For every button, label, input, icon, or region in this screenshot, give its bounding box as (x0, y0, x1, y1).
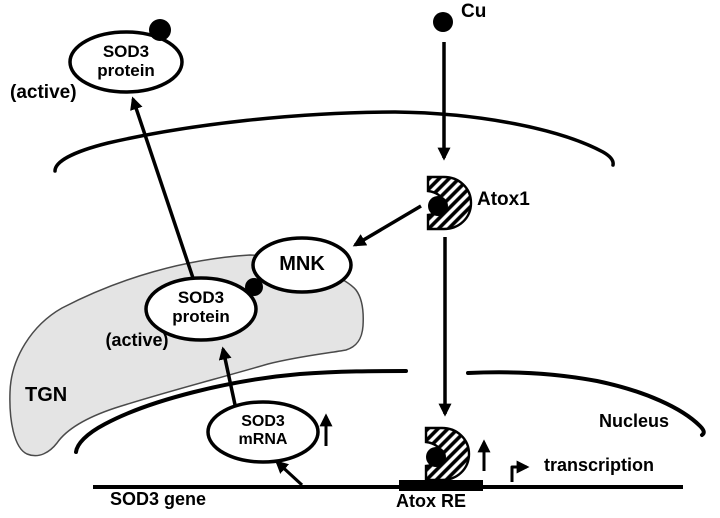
transcription-start-arrow (510, 460, 530, 482)
plasma-membrane (53, 110, 615, 173)
sod3-gene-label: SOD3 gene (110, 489, 207, 509)
tgn-organelle-shape (9, 254, 364, 457)
copper-dot-on-extracellular-sod3 (149, 19, 171, 41)
sod3-mrna-subtitle: mRNA (238, 430, 288, 448)
atox1-protein-nucleus (424, 426, 471, 482)
nucleus-label: Nucleus (599, 411, 670, 431)
nuclear-membrane-left (74, 369, 408, 454)
tgn-label: TGN (25, 384, 68, 406)
copper-dot-in-atox1 (428, 196, 448, 216)
extracellular-sod3-ellipse (68, 30, 184, 94)
arrow-gene-to-mrna (275, 460, 304, 487)
arrow-atox1-to-mnk (352, 204, 422, 247)
tgn-sod3-subtitle: protein (172, 306, 230, 326)
mnk-label: MNK (279, 253, 325, 275)
copper-dot-mnk-sod3 (245, 278, 263, 296)
tgn-sod3-title: SOD3 (177, 288, 225, 307)
sod3-mrna-title: SOD3 (241, 413, 285, 430)
extracellular-sod3-title: SOD3 (102, 42, 150, 61)
tgn-sod3-protein-ellipse (144, 276, 258, 342)
atox1-protein-cytoplasm (426, 175, 473, 231)
mnk-ellipse (251, 236, 353, 294)
sod3-mrna-ellipse (206, 400, 320, 464)
atox-re-label: Atox RE (396, 491, 467, 511)
atox-re-element-bar (399, 480, 483, 491)
extracellular-sod3-label: SOD3 protein (46, 42, 206, 80)
transcription-label: transcription (544, 455, 655, 475)
nuclear-membrane-right (466, 370, 706, 437)
extracellular-active-label: (active) (10, 82, 77, 103)
cu-label: Cu (461, 1, 487, 22)
extracellular-sod3-subtitle: protein (97, 60, 155, 80)
tgn-active-label: (active) (105, 330, 169, 350)
copper-dot-in-atox1-nucleus (426, 447, 446, 467)
tgn-sod3-label: SOD3 protein (121, 288, 281, 326)
sod3-mrna-label: SOD3 mRNA (183, 413, 343, 448)
copper-dot-cu (433, 12, 453, 32)
atox1-label: Atox1 (477, 189, 530, 210)
arrow-tgn-to-extracellular (130, 96, 195, 279)
